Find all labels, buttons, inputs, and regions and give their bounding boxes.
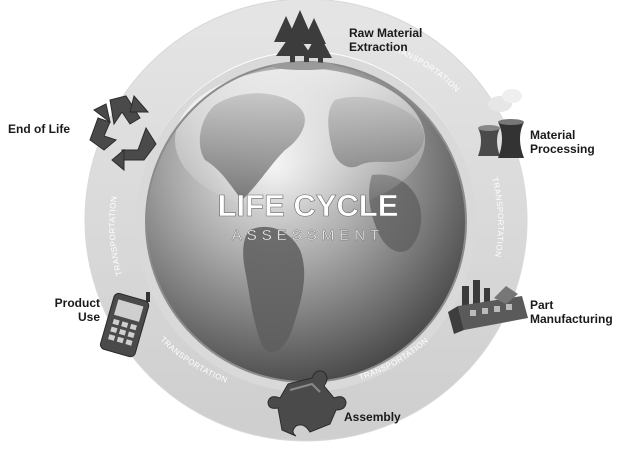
factory-icon — [448, 280, 528, 334]
stage-label-line: Use — [77, 310, 100, 324]
stage-label-assembly: Assembly — [344, 410, 401, 424]
stage-label-line: Material — [530, 128, 576, 142]
stage-label-line: Product — [54, 296, 100, 310]
stage-label-line: End of Life — [8, 122, 70, 136]
stage-label-line: Raw Material — [349, 26, 423, 40]
center-subtitle: ASSESSMENT — [232, 227, 385, 244]
center-title: LIFE CYCLE — [218, 188, 399, 223]
stage-label-part-manufacturing: Part Manufacturing — [530, 298, 613, 326]
globe — [136, 52, 476, 392]
mobile-phone-icon — [99, 292, 150, 358]
recycle-icon — [89, 94, 157, 172]
stage-label-line: Manufacturing — [530, 312, 613, 326]
stage-label-line: Part — [530, 298, 554, 312]
stage-label-line: Processing — [530, 142, 595, 156]
stage-label-line: Extraction — [349, 40, 408, 54]
stage-label-line: Assembly — [344, 410, 401, 424]
stage-label-end-of-life: End of Life — [8, 122, 70, 136]
stage-label-material-processing: Material Processing — [530, 128, 595, 156]
stage-label-raw-material-extraction: Raw Material Extraction — [349, 26, 422, 54]
trees-icon — [272, 10, 336, 70]
stage-label-product-use: Product Use — [50, 296, 100, 324]
puzzle-piece-icon — [267, 370, 347, 437]
cooling-towers-icon — [478, 89, 524, 158]
